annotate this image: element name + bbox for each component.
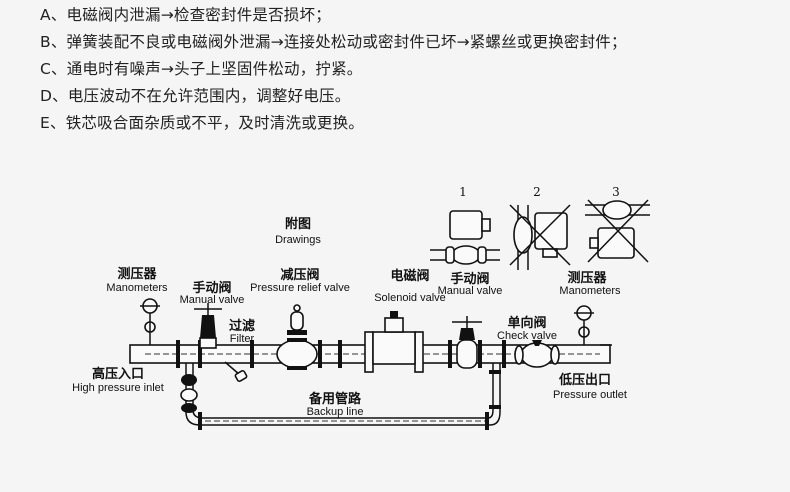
label-manual-out-cn: 手动阀 bbox=[450, 271, 489, 287]
label-manometer-in-en: Manometers bbox=[106, 282, 168, 294]
troubleshooting-list: A、电磁阀内泄漏→检查密封件是否损坏； B、弹簧装配不良或电磁阀外泄漏→连接处松… bbox=[40, 2, 627, 137]
manometer-outlet bbox=[574, 305, 612, 346]
list-item: A、电磁阀内泄漏→检查密封件是否损坏； bbox=[40, 6, 331, 24]
label-inlet-cn: 高压入口 bbox=[92, 366, 144, 382]
flanges bbox=[176, 331, 506, 373]
list-item: D、电压波动不在允许范围内，调整好电压。 bbox=[40, 87, 351, 105]
installation-option-2: 2 bbox=[509, 185, 571, 270]
label-check-cn: 单向阀 bbox=[507, 315, 546, 331]
label-manual-out-en: Manual valve bbox=[438, 285, 503, 297]
solenoid-coil-icon bbox=[384, 317, 404, 333]
filter bbox=[224, 361, 248, 383]
option-number: 3 bbox=[612, 185, 620, 199]
label-inlet-en: High pressure inlet bbox=[72, 382, 164, 394]
diagram-title-en: Drawings bbox=[275, 234, 321, 246]
label-outlet-cn: 低压出口 bbox=[558, 372, 611, 388]
label-manometer-out-cn: 测压器 bbox=[567, 270, 607, 286]
label-outlet-en: Pressure outlet bbox=[553, 389, 627, 401]
diagram-title-cn: 附图 bbox=[285, 216, 311, 232]
manual-valve-inlet bbox=[194, 303, 222, 349]
label-relief-cn: 减压阀 bbox=[280, 267, 319, 283]
label-solenoid-cn: 电磁阀 bbox=[390, 268, 429, 284]
list-item: E、铁芯吸合面杂质或不平，及时清洗或更换。 bbox=[40, 114, 364, 132]
label-manometer-out-en: Manometers bbox=[559, 285, 621, 297]
label-filter-en: Filter bbox=[230, 333, 255, 345]
label-solenoid-en: Solenoid valve bbox=[374, 292, 446, 304]
label-backup-en: Backup line bbox=[307, 406, 364, 418]
installation-option-1: 1 bbox=[430, 185, 500, 265]
label-manometer-in-cn: 测压器 bbox=[117, 266, 157, 282]
installation-option-3: 3 bbox=[585, 185, 650, 263]
regulator-icon bbox=[290, 311, 304, 331]
solenoid-coil-icon bbox=[534, 212, 568, 250]
pressure-relief-valve bbox=[276, 304, 318, 370]
label-check-en: Check valve bbox=[497, 330, 557, 342]
label-manual-in-en: Manual valve bbox=[180, 294, 245, 306]
option-number: 2 bbox=[533, 185, 541, 199]
list-item: C、通电时有噪声→头子上坚固件松动，拧紧。 bbox=[40, 60, 363, 78]
option-number: 1 bbox=[459, 185, 467, 199]
solenoid-valve bbox=[372, 311, 416, 365]
backup-pipe bbox=[185, 363, 501, 426]
label-relief-en: Pressure relief valve bbox=[250, 282, 350, 294]
filter-icon bbox=[234, 369, 248, 383]
label-backup-cn: 备用管路 bbox=[308, 391, 362, 407]
list-item: B、弹簧装配不良或电磁阀外泄漏→连接处松动或密封件已坏→紧螺丝或更换密封件； bbox=[40, 33, 627, 51]
label-manual-in-cn: 手动阀 bbox=[192, 280, 231, 296]
check-valve bbox=[514, 340, 560, 368]
manometer-inlet bbox=[140, 298, 160, 345]
label-filter-cn: 过滤 bbox=[229, 318, 255, 334]
solenoid-coil-icon bbox=[449, 210, 483, 240]
manual-valve-outlet bbox=[452, 316, 482, 369]
